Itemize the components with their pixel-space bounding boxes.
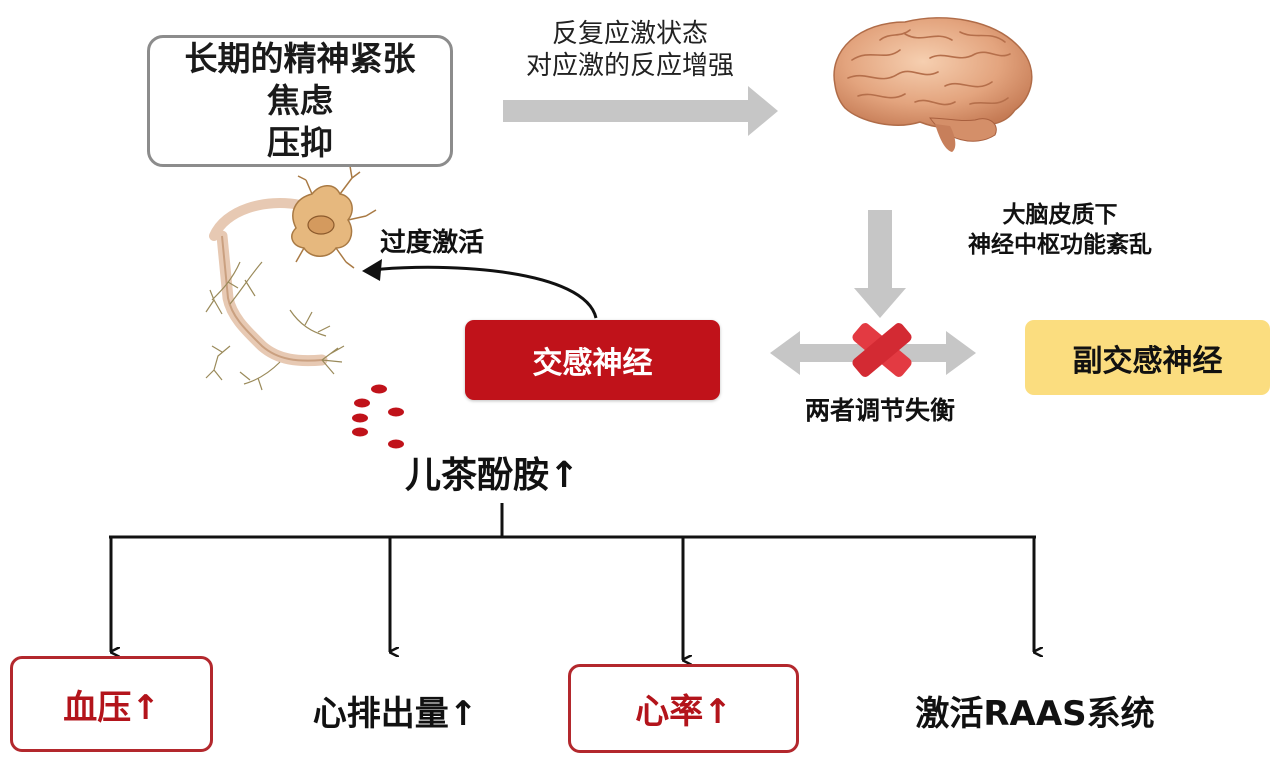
effect-raas-label: 激活RAAS系统 — [915, 693, 1155, 734]
stress-factors-box: 长期的精神紧张 焦虑 压抑 — [147, 35, 453, 167]
caption-line-2: 对应激的反应增强 — [525, 51, 734, 81]
brain-icon — [833, 17, 1033, 152]
effect-cardiac-output: 心排出量↑ — [280, 680, 510, 740]
gray-down-arrow — [854, 210, 906, 318]
parasympathetic-nerve-box: 副交感神经 — [1025, 320, 1270, 395]
cortex-line-1: 大脑皮质下 — [1002, 202, 1118, 228]
sympathetic-nerve-box: 交感神经 — [465, 320, 720, 400]
catecholamine-label: 儿茶酚胺↑ — [405, 455, 580, 496]
effect-blood-pressure: 血压↑ — [10, 656, 213, 752]
effect-blood-pressure-label: 血压↑ — [63, 687, 160, 728]
cortex-line-2: 神经中枢功能紊乱 — [968, 232, 1152, 258]
overactivation-arrow — [371, 265, 598, 319]
sympathetic-label: 交感神经 — [532, 346, 653, 381]
top-arrow-caption: 反复应激状态 对应激的反应增强 — [500, 18, 760, 82]
caption-line-1: 反复应激状态 — [551, 19, 708, 49]
effect-raas-activation: 激活RAAS系统 — [880, 680, 1190, 740]
effect-cardiac-output-label: 心排出量↑ — [312, 693, 478, 734]
red-cross-icon — [852, 323, 912, 377]
effect-heart-rate: 心率↑ — [568, 664, 799, 753]
neuron-icon — [205, 165, 377, 391]
imbalance-label: 两者调节失衡 — [804, 396, 955, 425]
stress-line-3: 压抑 — [267, 123, 333, 162]
stress-line-2: 焦虑 — [267, 81, 333, 120]
parasympathetic-label: 副交感神经 — [1072, 343, 1223, 379]
stress-line-1: 长期的精神紧张 — [184, 39, 416, 78]
overactivation-label: 过度激活 — [380, 228, 485, 258]
cortex-dysfunction-note: 大脑皮质下 神经中枢功能紊乱 — [925, 200, 1195, 260]
hormone-dots-icon — [352, 384, 404, 449]
effect-heart-rate-label: 心率↑ — [635, 692, 732, 732]
gray-right-arrow — [503, 86, 778, 136]
